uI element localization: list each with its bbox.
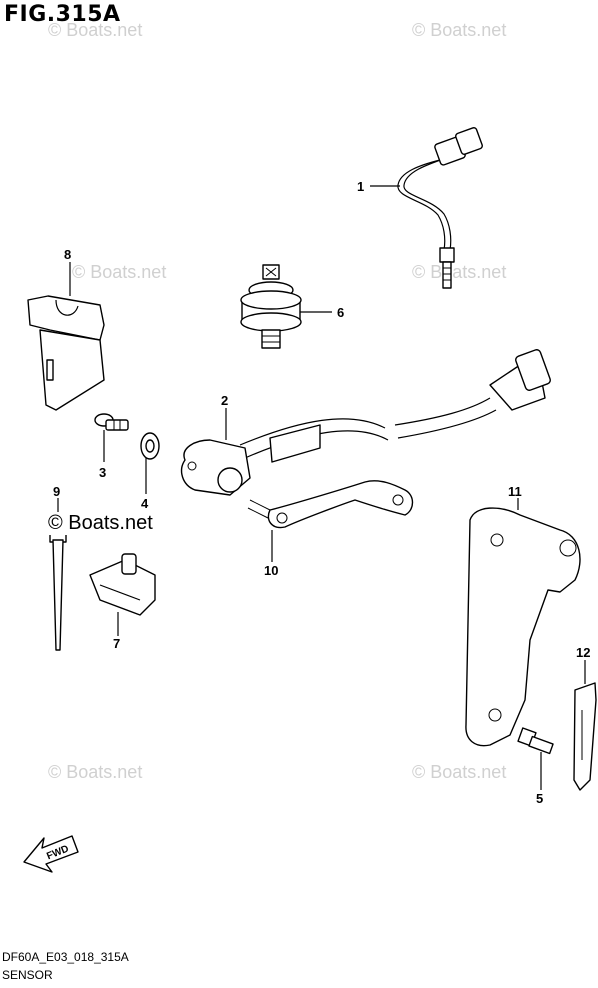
leader-lines [57,185,586,790]
part-12-holder [573,682,597,791]
footer-code: DF60A_E03_018_315A [2,950,129,964]
callout-1: 1 [357,179,365,194]
watermark: © Boats.net [412,262,507,282]
part-8-cover [27,295,105,411]
callout-8: 8 [64,247,72,262]
part-7-clip [89,553,156,616]
callout-2: 2 [221,393,229,408]
callout-3: 3 [99,465,107,480]
part-10-sensor-bracket [247,480,414,529]
callout-12: 12 [576,645,591,660]
part-3-bolt [94,413,129,431]
watermark: © Boats.net [412,20,507,40]
part-9-cable-tie [49,523,67,651]
callout-9: 9 [53,484,61,499]
part-11-bracket [465,507,581,747]
watermark: © Boats.net [48,762,143,782]
callout-7: 7 [113,636,121,651]
figure-title: FIG.315A [4,2,121,27]
part-4-washer [140,432,160,460]
fwd-arrow-icon: FWD [23,835,79,873]
callout-4: 4 [141,496,149,511]
part-5-bolt [517,727,554,755]
callout-11: 11 [508,484,522,499]
footer-section: SENSOR [2,968,53,982]
watermark: © Boats.net [412,762,507,782]
callout-6: 6 [337,305,345,320]
watermark: © Boats.net [72,262,167,282]
watermark-prominent: © Boats.net [46,512,155,535]
callout-10: 10 [264,563,279,578]
part-6-pressure-switch [240,264,302,349]
part-2-sensor [180,349,551,496]
part-1-sensor-cable [397,127,483,289]
callout-5: 5 [536,791,544,806]
watermark: © Boats.net [48,20,143,40]
